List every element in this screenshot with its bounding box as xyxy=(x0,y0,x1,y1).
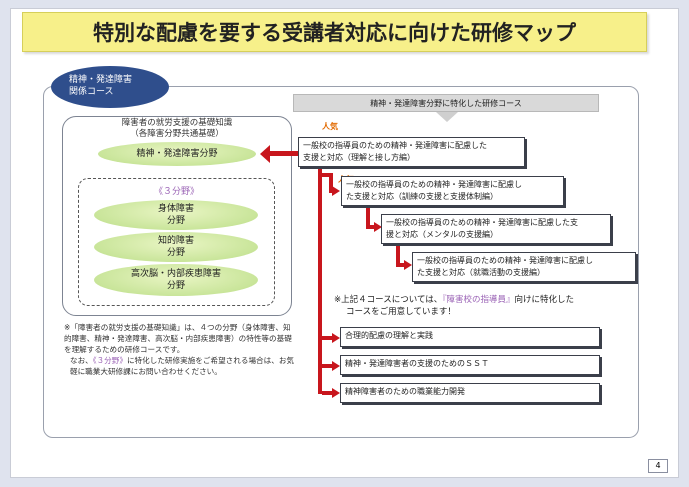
field-physical-line-1: 身体障害 xyxy=(157,204,194,214)
remark-line-2: コースをご用意しています！ xyxy=(346,307,456,317)
arrow-head-icon xyxy=(332,333,340,343)
page-title: 特別な配慮を要する受講者対応に向けた研修マップ xyxy=(22,12,647,52)
course-instructor-mental-support[interactable]: 一般校の指導員のための精神・発達障害に配慮した支 援と対応（メンタルの支援編） xyxy=(381,214,611,244)
course-line-2: 援と対応（メンタルの支援編） xyxy=(386,230,498,239)
connector-line xyxy=(329,189,335,193)
note-paragraph-2: なお、《３分野》に特化した研修実施をご希望される場合は、お気軽に職業大研修課にお… xyxy=(64,355,296,377)
remark-b: 向けに特化した xyxy=(514,295,575,305)
left-arrow-icon xyxy=(260,145,270,163)
course-reasonable-accommodation[interactable]: 合理的配慮の理解と実践 xyxy=(340,327,600,347)
connector-line xyxy=(318,166,322,394)
arrow-head-icon xyxy=(332,361,340,371)
specialized-courses-header: 精神・発達障害分野に特化した研修コース xyxy=(293,94,599,112)
field-ellipse-mental: 精神・発達障害分野 xyxy=(98,142,256,166)
course-instructor-understanding[interactable]: 一般校の指導員のための精神・発達障害に配慮した 支援と対応（理解と接し方編） xyxy=(298,137,525,167)
remark-highlight: 『障害校の指導員』 xyxy=(442,295,515,305)
field-brain-line-1: 高次脳・内部疾患障害 xyxy=(130,269,221,279)
connector-line xyxy=(322,173,332,177)
instructor-courses-remark: ※上記４コースについては、『障害校の指導員』向けに特化した コースをご用意してい… xyxy=(334,294,624,318)
field-intellectual-line-1: 知的障害 xyxy=(157,236,194,246)
connector-line xyxy=(396,244,400,266)
course-line-2: た支援と対応（訓練の支援と支援体制編） xyxy=(346,192,498,201)
arrow-head-icon xyxy=(374,222,382,232)
course-vocational-ability[interactable]: 精神障害者のための職業能力開発 xyxy=(340,383,600,403)
course-line-1: 一般校の指導員のための精神・発達障害に配慮し xyxy=(417,256,593,265)
basic-title-line-2: （各障害分野共通基礎） xyxy=(130,129,224,139)
connector-line xyxy=(366,206,370,228)
course-category-badge: 精神・発達障害 関係コース xyxy=(51,66,169,108)
badge-line-1: 精神・発達障害 xyxy=(69,75,133,85)
course-line-1: 一般校の指導員のための精神・発達障害に配慮し xyxy=(346,180,522,189)
course-sst[interactable]: 精神・発達障害者の支援のためのＳＳＴ xyxy=(340,355,600,375)
note-p2-highlight: 《３分野》 xyxy=(92,356,127,365)
field-ellipse-physical: 身体障害分野 xyxy=(94,200,258,230)
arrow-head-icon xyxy=(332,388,340,398)
arrow-head-icon xyxy=(404,260,412,270)
connector-line xyxy=(366,225,374,229)
basic-title-line-1: 障害者の就労支援の基礎知識 xyxy=(121,118,233,128)
connector-line xyxy=(396,263,404,267)
field-ellipse-brain-internal: 高次脳・内部疾患障害分野 xyxy=(94,264,258,296)
field-physical-line-2: 分野 xyxy=(166,216,185,226)
three-fields-title: 《３分野》 xyxy=(153,187,199,197)
course-line-1: 一般校の指導員のための精神・発達障害に配慮した支 xyxy=(386,218,578,227)
remark-a: ※上記４コースについては、 xyxy=(334,295,443,305)
connector-line xyxy=(322,364,332,368)
note-paragraph-1: ※「障害者の就労支援の基礎知識」は、４つの分野（身体障害、知的障害、精神・発達障… xyxy=(64,323,292,354)
connector-line xyxy=(322,391,332,395)
connector-line xyxy=(270,151,300,156)
field-brain-line-2: 分野 xyxy=(166,281,185,291)
basic-knowledge-title: 障害者の就労支援の基礎知識 （各障害分野共通基礎） xyxy=(62,118,292,140)
page-number: 4 xyxy=(648,459,668,473)
remark-line-1: ※上記４コースについては、『障害校の指導員』向けに特化した xyxy=(334,294,624,306)
down-arrow-icon xyxy=(436,112,458,122)
field-intellectual-line-2: 分野 xyxy=(166,248,185,258)
badge-line-2: 関係コース xyxy=(69,87,114,97)
popular-icon: 人気 xyxy=(322,122,338,131)
three-fields-box xyxy=(78,178,275,306)
field-ellipse-intellectual: 知的障害分野 xyxy=(94,232,258,262)
course-line-1: 一般校の指導員のための精神・発達障害に配慮した xyxy=(303,141,487,150)
course-line-2: 支援と対応（理解と接し方編） xyxy=(303,153,415,162)
connector-line xyxy=(329,173,333,191)
arrow-head-icon xyxy=(332,186,340,196)
connector-line xyxy=(322,336,332,340)
course-line-2: た支援と対応（就職活動の支援編） xyxy=(417,268,545,277)
note-p2-a: なお、 xyxy=(70,356,93,365)
course-instructor-job-hunting[interactable]: 一般校の指導員のための精神・発達障害に配慮し た支援と対応（就職活動の支援編） xyxy=(412,252,636,282)
basic-knowledge-note: ※「障害者の就労支援の基礎知識」は、４つの分野（身体障害、知的障害、精神・発達障… xyxy=(64,322,296,377)
note-p2-b: に特化した研修実施をご希望される場合は、お気軽に職業大研修課にお問い合わせくださ… xyxy=(70,356,295,376)
course-instructor-training-support[interactable]: 一般校の指導員のための精神・発達障害に配慮し た支援と対応（訓練の支援と支援体制… xyxy=(341,176,564,206)
